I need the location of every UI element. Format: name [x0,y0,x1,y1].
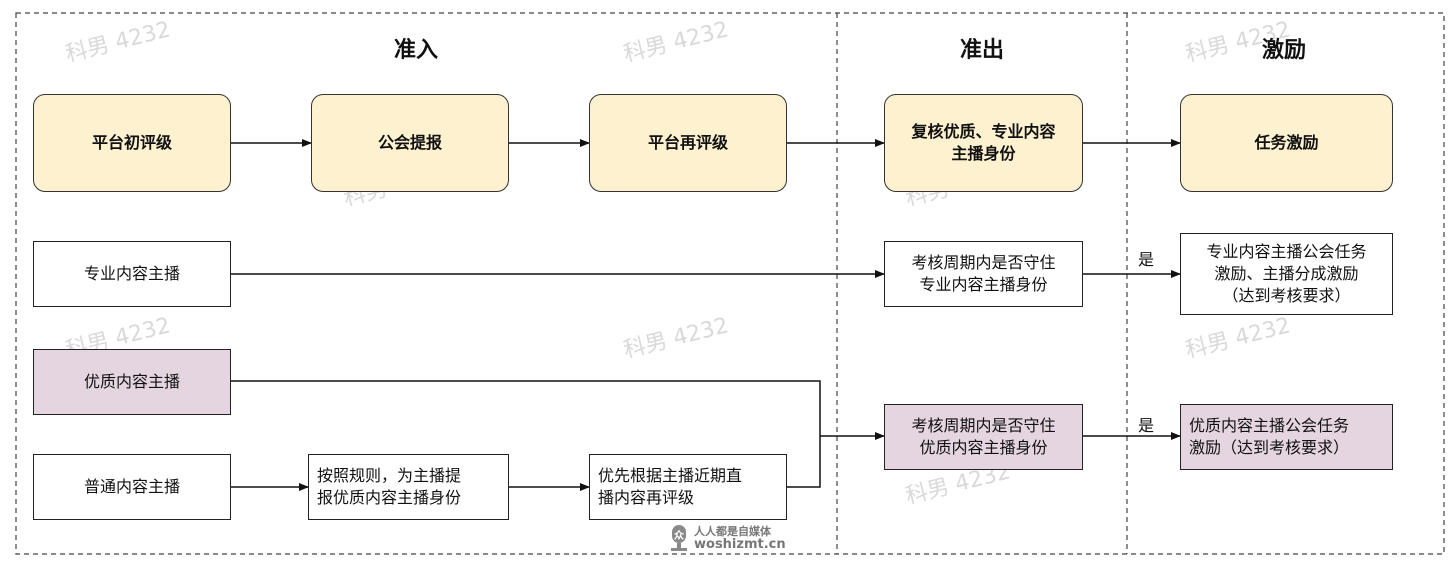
step-review-identity: 复核优质、专业内容 主播身份 [884,94,1083,192]
connector-quality-to-merge [231,380,821,436]
normal-streamer-box: 普通内容主播 [33,454,231,520]
quality-yes-label: 是 [1138,416,1155,435]
step-task-incentive: 任务激励 [1180,94,1393,192]
zone-title-exit: 准出 [959,38,1004,63]
connector-reassess-to-merge [787,436,821,488]
step-review-identity-label: 复核优质、专业内容 主播身份 [911,122,1056,163]
quality-streamer-label: 优质内容主播 [83,372,180,391]
normal-streamer-label: 普通内容主播 [83,477,180,496]
step-initial-rating: 平台初评级 [33,94,231,192]
outer-frame [15,12,1445,555]
quality-check-box: 考核周期内是否守住 优质内容主播身份 [884,404,1083,470]
quality-streamer-box: 优质内容主播 [33,349,231,415]
quality-reward-box: 优质内容主播公会任务 激励（达到考核要求） [1180,404,1393,470]
professional-streamer-label: 专业内容主播 [83,264,180,283]
quality-check-label: 考核周期内是否守住 优质内容主播身份 [911,416,1056,457]
logo-text-cn: 人人都是自媒体 [694,525,771,538]
zone-title-incentive: 激励 [1261,38,1306,63]
step-guild-report-label: 公会提报 [377,133,442,152]
reassess-label: 优先根据主播近期直 播内容再评级 [598,466,743,507]
logo-text-en: woshizmt.cn [694,537,786,552]
professional-check-box: 考核周期内是否守住 专业内容主播身份 [884,241,1083,307]
step-initial-rating-label: 平台初评级 [91,133,172,152]
step-re-rating: 平台再评级 [589,94,787,192]
professional-check-label: 考核周期内是否守住 专业内容主播身份 [911,253,1056,294]
professional-reward-box: 专业内容主播公会任务 激励、主播分成激励 （达到考核要求） [1180,233,1393,315]
svg-text:众: 众 [674,529,685,542]
quality-reward-label: 优质内容主播公会任务 激励（达到考核要求） [1189,416,1350,457]
microphone-icon: 众 [671,525,687,551]
step-task-incentive-label: 任务激励 [1254,133,1319,152]
report-quality-box: 按照规则，为主播提 报优质内容主播身份 [308,454,509,520]
zone-title-entry: 准入 [393,38,438,63]
step-re-rating-label: 平台再评级 [647,133,728,152]
site-logo: 众 人人都是自媒体 woshizmt.cn [668,524,786,552]
step-guild-report: 公会提报 [311,94,509,192]
professional-yes-label: 是 [1138,250,1155,269]
professional-streamer-box: 专业内容主播 [33,241,231,307]
report-quality-label: 按照规则，为主播提 报优质内容主播身份 [317,466,462,507]
reassess-box: 优先根据主播近期直 播内容再评级 [589,454,787,520]
professional-reward-label: 专业内容主播公会任务 激励、主播分成激励 （达到考核要求） [1206,242,1367,305]
